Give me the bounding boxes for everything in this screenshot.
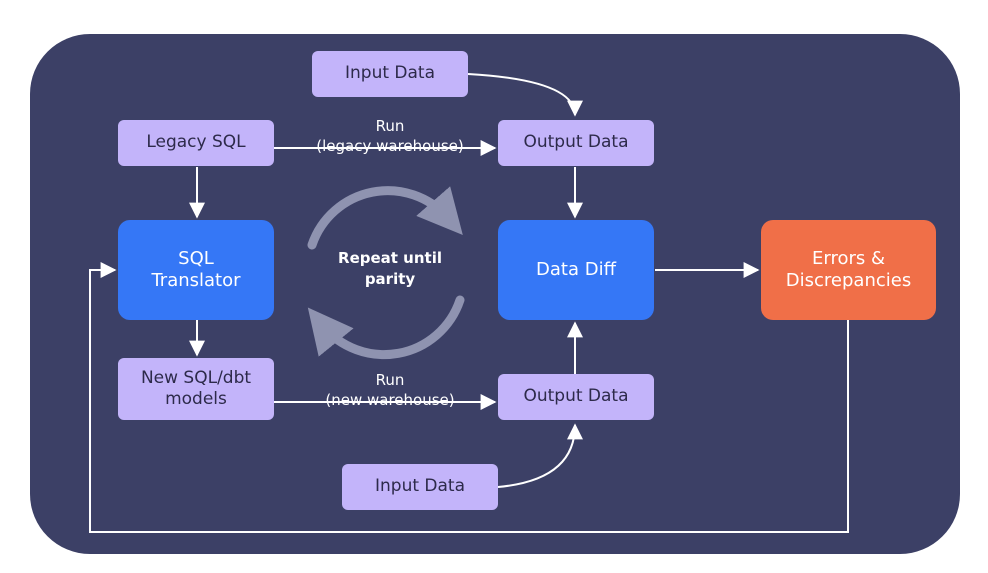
arrow-input-top-to-output-top	[467, 73, 583, 117]
refresh-cycle-icon	[307, 186, 465, 360]
arrow-feedback-loop	[89, 262, 849, 533]
edge-label-run-new: Run (new warehouse)	[325, 371, 455, 409]
output-data-bottom-node: Output Data	[498, 374, 654, 420]
errors-discrepancies-node: Errors & Discrepancies	[761, 220, 936, 320]
arrow-input-bottom-to-output-bottom	[497, 423, 583, 488]
output-data-top-node: Output Data	[498, 120, 654, 166]
input-data-bottom-node: Input Data	[342, 464, 498, 510]
edge-label-run-legacy: Run (legacy warehouse)	[316, 117, 464, 155]
cycle-label: Repeat until parity	[338, 249, 442, 288]
input-data-top-node: Input Data	[312, 51, 468, 97]
data-diff-node: Data Diff	[498, 220, 654, 320]
new-sql-dbt-node: New SQL/dbt models	[118, 358, 274, 420]
sql-translator-node: SQL Translator	[118, 220, 274, 320]
legacy-sql-node: Legacy SQL	[118, 120, 274, 166]
